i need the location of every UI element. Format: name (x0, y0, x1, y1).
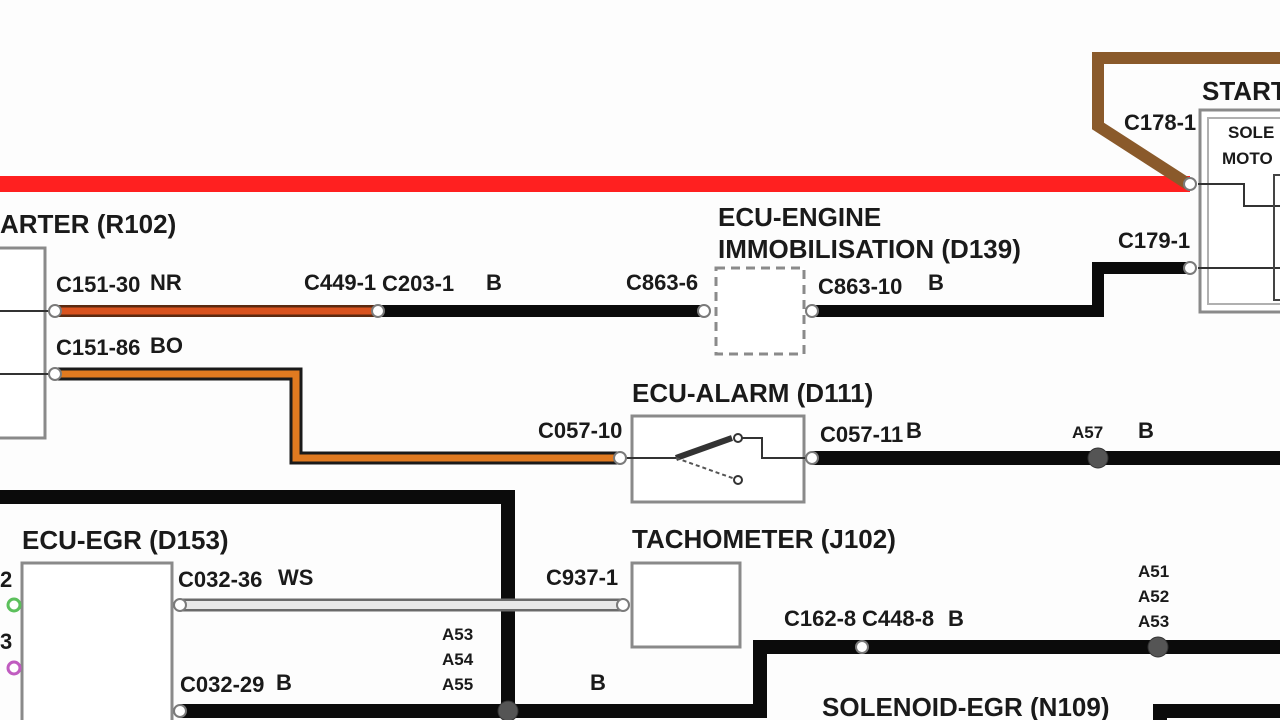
label-left-3: 3 (0, 629, 12, 654)
connector-c151-30 (48, 304, 62, 318)
splice-a53-a55 (497, 700, 519, 720)
wire-brown-starter (1092, 52, 1280, 190)
label-b-3: B (906, 418, 922, 443)
label-left-2: 2 (0, 567, 12, 592)
ecu-egr: ECU-EGR (D153) (20, 525, 229, 720)
wire-b-bottom (180, 640, 1280, 718)
splice-a57 (1087, 447, 1109, 469)
starter-component-left: ARTER (R102) (0, 209, 176, 440)
connector-c863-6 (697, 304, 711, 318)
ecu-engine-immobilisation: ECU-ENGINE IMMOBILISATION (D139) (714, 202, 1021, 356)
label-c057-10: C057-10 (538, 418, 622, 443)
tachometer: TACHOMETER (J102) (630, 524, 896, 649)
tachometer-title: TACHOMETER (J102) (632, 524, 896, 554)
starter-component-right: START SOLE MOTO (1198, 76, 1280, 314)
splice-a51-a53 (1147, 636, 1169, 658)
label-c032-36: C032-36 (178, 567, 262, 592)
starter-title-left: ARTER (R102) (0, 209, 176, 239)
ecu-egr-title: ECU-EGR (D153) (22, 525, 229, 555)
wire-b-egr-loop (0, 490, 515, 710)
connector-c057-10 (613, 451, 627, 465)
connector-c032-36 (173, 598, 187, 612)
connector-left-3 (6, 660, 22, 676)
label-c863-10: C863-10 (818, 274, 902, 299)
label-b-1: B (486, 270, 502, 295)
connector-c032-29 (173, 704, 187, 718)
label-b-2: B (928, 270, 944, 295)
label-c057-11: C057-11 (820, 422, 903, 447)
label-a52: A52 (1138, 587, 1169, 606)
label-nr: NR (150, 270, 182, 295)
label-a54: A54 (442, 650, 474, 669)
connector-c057-11 (805, 451, 819, 465)
connector-c162-8 (855, 640, 869, 654)
label-a51: A51 (1138, 562, 1169, 581)
label-bo: BO (150, 333, 183, 358)
ecu-engine-title-2: IMMOBILISATION (D139) (718, 234, 1021, 264)
label-c162-8: C162-8 (784, 606, 856, 631)
label-c937-1: C937-1 (546, 565, 618, 590)
label-b-5: B (948, 606, 964, 631)
label-c203-1: C203-1 (382, 271, 454, 296)
label-c032-29: C032-29 (180, 672, 264, 697)
connector-c863-10 (805, 304, 819, 318)
label-c863-6: C863-6 (626, 270, 698, 295)
label-ws: WS (278, 565, 313, 590)
starter-solenoid-label: SOLE (1228, 123, 1274, 142)
wire-b-solenoid (1153, 704, 1280, 720)
solenoid-egr-title: SOLENOID-EGR (N109) (822, 692, 1110, 720)
wire-b-immob-out (812, 262, 1190, 317)
wire-bo (55, 367, 620, 465)
label-b-7: B (590, 670, 606, 695)
starter-motor-label: MOTO (1222, 149, 1273, 168)
connector-c178-1 (1183, 177, 1197, 191)
label-c179-1: C179-1 (1118, 228, 1190, 253)
label-a53-right: A53 (1138, 612, 1169, 631)
connector-left-2 (6, 597, 22, 613)
connector-c449-1 (371, 304, 385, 318)
connector-c937-1 (616, 598, 630, 612)
label-c151-30: C151-30 (56, 272, 140, 297)
label-c448-8: C448-8 (862, 606, 934, 631)
label-a55: A55 (442, 675, 473, 694)
ecu-engine-title-1: ECU-ENGINE (718, 202, 881, 232)
connector-c179-1 (1183, 261, 1197, 275)
label-c151-86: C151-86 (56, 335, 140, 360)
label-b-6: B (276, 670, 292, 695)
label-a57: A57 (1072, 423, 1103, 442)
ecu-alarm: ECU-ALARM (D111) (620, 378, 873, 504)
label-c178-1: C178-1 (1124, 110, 1196, 135)
connector-c151-86 (48, 367, 62, 381)
ecu-alarm-title: ECU-ALARM (D111) (632, 378, 873, 408)
label-c449-1: C449-1 (304, 270, 376, 295)
label-a53: A53 (442, 625, 473, 644)
starter-title-right: START (1202, 76, 1280, 106)
label-b-4: B (1138, 418, 1154, 443)
